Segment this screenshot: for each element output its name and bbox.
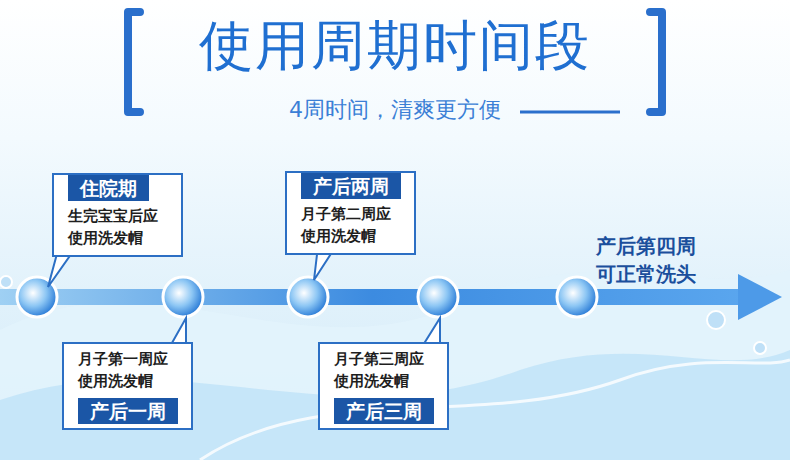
- period-tag: 产后三周: [334, 398, 434, 424]
- callout-box: 月子第一周应 使用洗发帽产后一周: [62, 342, 193, 430]
- period-tag: 产后一周: [78, 398, 178, 424]
- title: 使用周期时间段: [199, 14, 591, 78]
- bubble: [754, 342, 766, 354]
- callout-text: 月子第三周应 使用洗发帽: [334, 348, 433, 392]
- period-tag: 产后两周: [301, 173, 401, 199]
- wave: [0, 270, 790, 460]
- callout-text: 月子第二周应 使用洗发帽: [301, 203, 400, 247]
- timeline-bar: [0, 289, 745, 305]
- bracket: [128, 12, 140, 112]
- wave-line: [200, 360, 790, 460]
- subtitle: 4周时间，清爽更方便: [289, 96, 501, 124]
- callout-box: 住院期生完宝宝后应 使用洗发帽: [52, 173, 183, 257]
- period-tag: 住院期: [68, 175, 149, 201]
- callout-text: 月子第一周应 使用洗发帽: [78, 348, 177, 392]
- timeline-end-note: 产后第四周 可正常洗头: [596, 232, 708, 288]
- timeline-arrowhead: [738, 274, 782, 320]
- timeline-dot: [288, 277, 328, 317]
- bracket-line: [520, 111, 620, 114]
- timeline-dot: [557, 277, 597, 317]
- bracket: [650, 12, 662, 112]
- timeline-dot: [418, 277, 458, 317]
- timeline-dot: [163, 277, 203, 317]
- callout-box: 产后两周月子第二周应 使用洗发帽: [285, 171, 416, 255]
- bubble: [0, 276, 12, 288]
- callout-box: 月子第三周应 使用洗发帽产后三周: [318, 342, 449, 430]
- callout-text: 生完宝宝后应 使用洗发帽: [68, 205, 167, 249]
- bubble: [707, 311, 725, 329]
